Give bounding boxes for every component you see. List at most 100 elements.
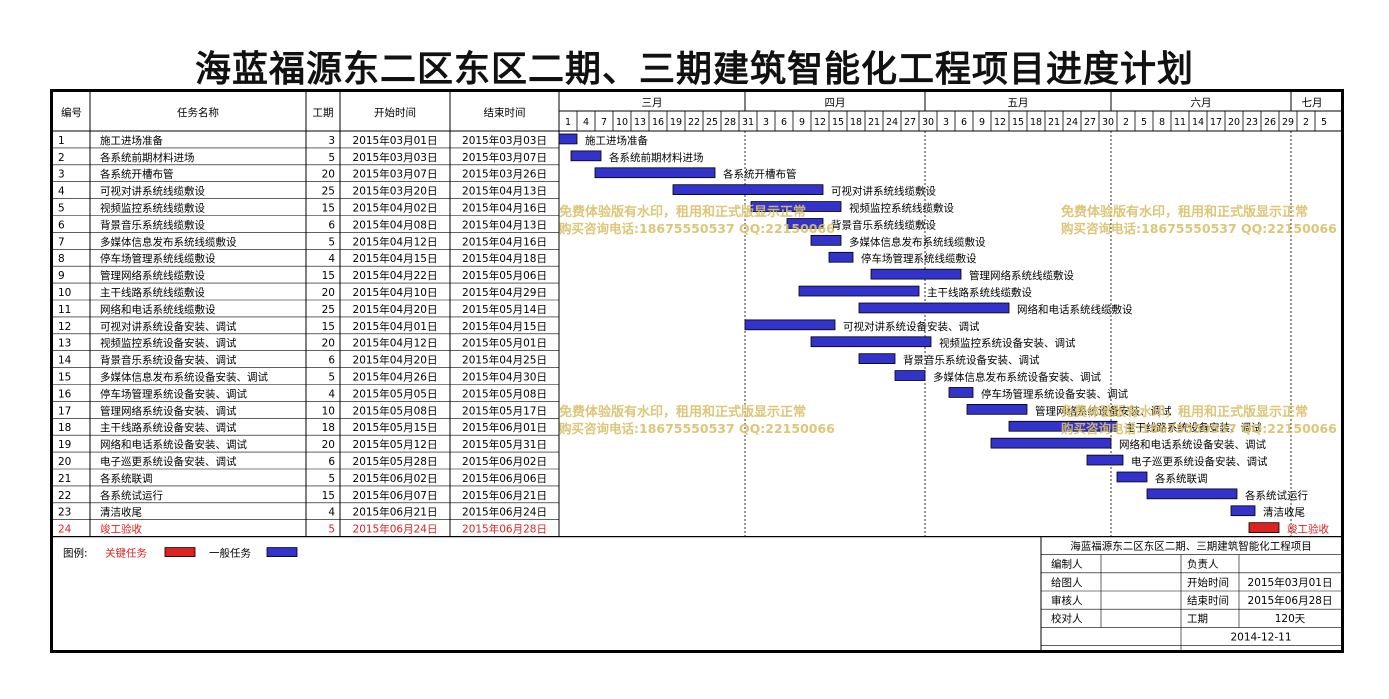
- task-duration: 5: [328, 152, 335, 164]
- watermark-line1: 免费体验版有水印，租用和正式版显示正常: [1061, 204, 1308, 220]
- gantt-bar-label: 清洁收尾: [1263, 506, 1305, 519]
- task-start: 2015年04月15日: [353, 252, 438, 265]
- task-id: 6: [58, 219, 65, 231]
- info-cell: 2015年06月28日: [1248, 594, 1333, 607]
- header-dur: 工期: [313, 107, 334, 119]
- legend-critical-swatch: [164, 547, 196, 558]
- gantt-bar: [858, 353, 896, 365]
- task-start: 2015年03月20日: [353, 185, 438, 198]
- task-id: 4: [58, 186, 65, 198]
- gantt-bar: [798, 285, 920, 297]
- header-end: 结束时间: [484, 106, 526, 119]
- gantt-bar: [786, 218, 824, 229]
- task-start: 2015年06月24日: [353, 523, 438, 536]
- task-end: 2015年06月24日: [462, 506, 547, 519]
- task-duration: 10: [322, 405, 335, 417]
- task-start: 2015年06月07日: [353, 489, 438, 502]
- task-name: 竣工验收: [100, 523, 142, 536]
- task-end: 2015年05月08日: [462, 387, 547, 400]
- task-name: 主干线路系统设备安装、调试: [100, 421, 237, 434]
- task-end: 2015年04月16日: [462, 202, 547, 215]
- task-duration: 20: [322, 169, 335, 181]
- day-label: 30: [922, 117, 934, 128]
- task-end: 2015年04月18日: [462, 252, 547, 265]
- task-end: 2015年03月26日: [462, 168, 547, 181]
- task-id: 8: [58, 253, 65, 265]
- task-id: 17: [58, 405, 71, 417]
- task-name: 管理网络系统设备安装、调试: [100, 404, 237, 417]
- gantt-bar-label: 主干线路系统线缆敷设: [927, 286, 1032, 299]
- task-name: 各系统前期材料进场: [100, 151, 195, 164]
- task-duration: 4: [328, 507, 335, 519]
- task-duration: 15: [322, 490, 335, 502]
- task-end: 2015年06月06日: [462, 472, 547, 485]
- task-duration: 5: [328, 372, 335, 384]
- gantt-bar-label: 视频监控系统线缆敷设: [849, 202, 954, 215]
- day-label: 4: [583, 117, 589, 128]
- gantt-bar: [744, 319, 836, 331]
- gantt-bar: [810, 234, 842, 246]
- gantt-bar: [1086, 454, 1124, 466]
- gantt-bar-label: 多媒体信息发布系统线缆敷设: [849, 235, 986, 248]
- day-label: 2: [1303, 117, 1309, 128]
- day-label: 29: [1282, 117, 1294, 128]
- info-cell: 工期: [1187, 613, 1208, 625]
- gantt-bar-label: 各系统开槽布管: [723, 168, 797, 181]
- task-name: 管理网络系统线缆敷设: [100, 269, 205, 282]
- month-label: 七月: [1302, 97, 1323, 109]
- task-end: 2015年04月13日: [462, 185, 547, 198]
- task-start: 2015年06月21日: [353, 506, 438, 519]
- gantt-bar: [870, 268, 962, 280]
- gantt-bar-label: 可视对讲系统设备安装、调试: [843, 320, 980, 333]
- day-label: 1: [565, 117, 571, 128]
- gantt-bar: [1146, 488, 1238, 500]
- task-id: 7: [58, 236, 65, 248]
- gantt-bar: [1116, 471, 1148, 483]
- header-id: 编号: [61, 106, 82, 119]
- day-label: 15: [832, 117, 844, 128]
- gantt-bar: [1230, 505, 1256, 517]
- task-id: 14: [58, 355, 72, 367]
- info-cell: 负责人: [1187, 558, 1219, 571]
- task-name: 背景音乐系统设备安装、调试: [100, 354, 237, 367]
- gantt-bar-label: 停车场管理系统设备安装、调试: [981, 387, 1128, 400]
- task-id: 9: [58, 270, 65, 282]
- header-start: 开始时间: [374, 106, 416, 119]
- day-label: 19: [670, 117, 682, 128]
- day-label: 5: [1141, 117, 1147, 128]
- gantt-bar-label: 停车场管理系统线缆敷设: [861, 252, 977, 265]
- legend-normal-label: 一般任务: [209, 547, 251, 560]
- gantt-bar: [1008, 420, 1118, 432]
- header-name: 任务名称: [177, 106, 219, 119]
- legend-critical-label: 关键任务: [105, 547, 147, 560]
- gantt-bar-label: 施工进场准备: [585, 134, 648, 147]
- task-end: 2015年05月17日: [462, 404, 547, 417]
- task-start: 2015年05月28日: [353, 455, 438, 468]
- gantt-bar: [570, 150, 602, 162]
- task-id: 5: [58, 203, 65, 215]
- info-cell: 开始时间: [1187, 576, 1229, 589]
- task-end: 2015年04月29日: [462, 286, 547, 299]
- task-start: 2015年03月03日: [353, 151, 438, 164]
- day-label: 24: [886, 117, 898, 128]
- gantt-bar-label: 各系统前期材料进场: [609, 151, 704, 164]
- day-label: 26: [1264, 117, 1276, 128]
- task-duration: 15: [322, 270, 335, 282]
- task-end: 2015年06月01日: [462, 421, 547, 434]
- gantt-bar-label: 视频监控系统设备安装、调试: [939, 337, 1076, 350]
- day-label: 3: [763, 117, 769, 128]
- task-start: 2015年04月22日: [353, 269, 438, 282]
- task-id: 16: [58, 388, 72, 400]
- task-duration: 4: [328, 388, 335, 400]
- day-label: 10: [616, 117, 628, 128]
- gantt-bar: [828, 251, 854, 263]
- watermark-line1: 免费体验版有水印，租用和正式版显示正常: [559, 204, 806, 220]
- gantt-bar-label: 网络和电话系统线缆敷设: [1017, 303, 1133, 316]
- day-label: 16: [652, 117, 664, 128]
- task-duration: 20: [322, 439, 335, 451]
- task-end: 2015年03月07日: [462, 151, 547, 164]
- gantt-bar: [894, 370, 926, 381]
- task-start: 2015年03月07日: [353, 168, 438, 181]
- task-duration: 15: [322, 321, 335, 333]
- task-start: 2015年06月02日: [353, 472, 438, 485]
